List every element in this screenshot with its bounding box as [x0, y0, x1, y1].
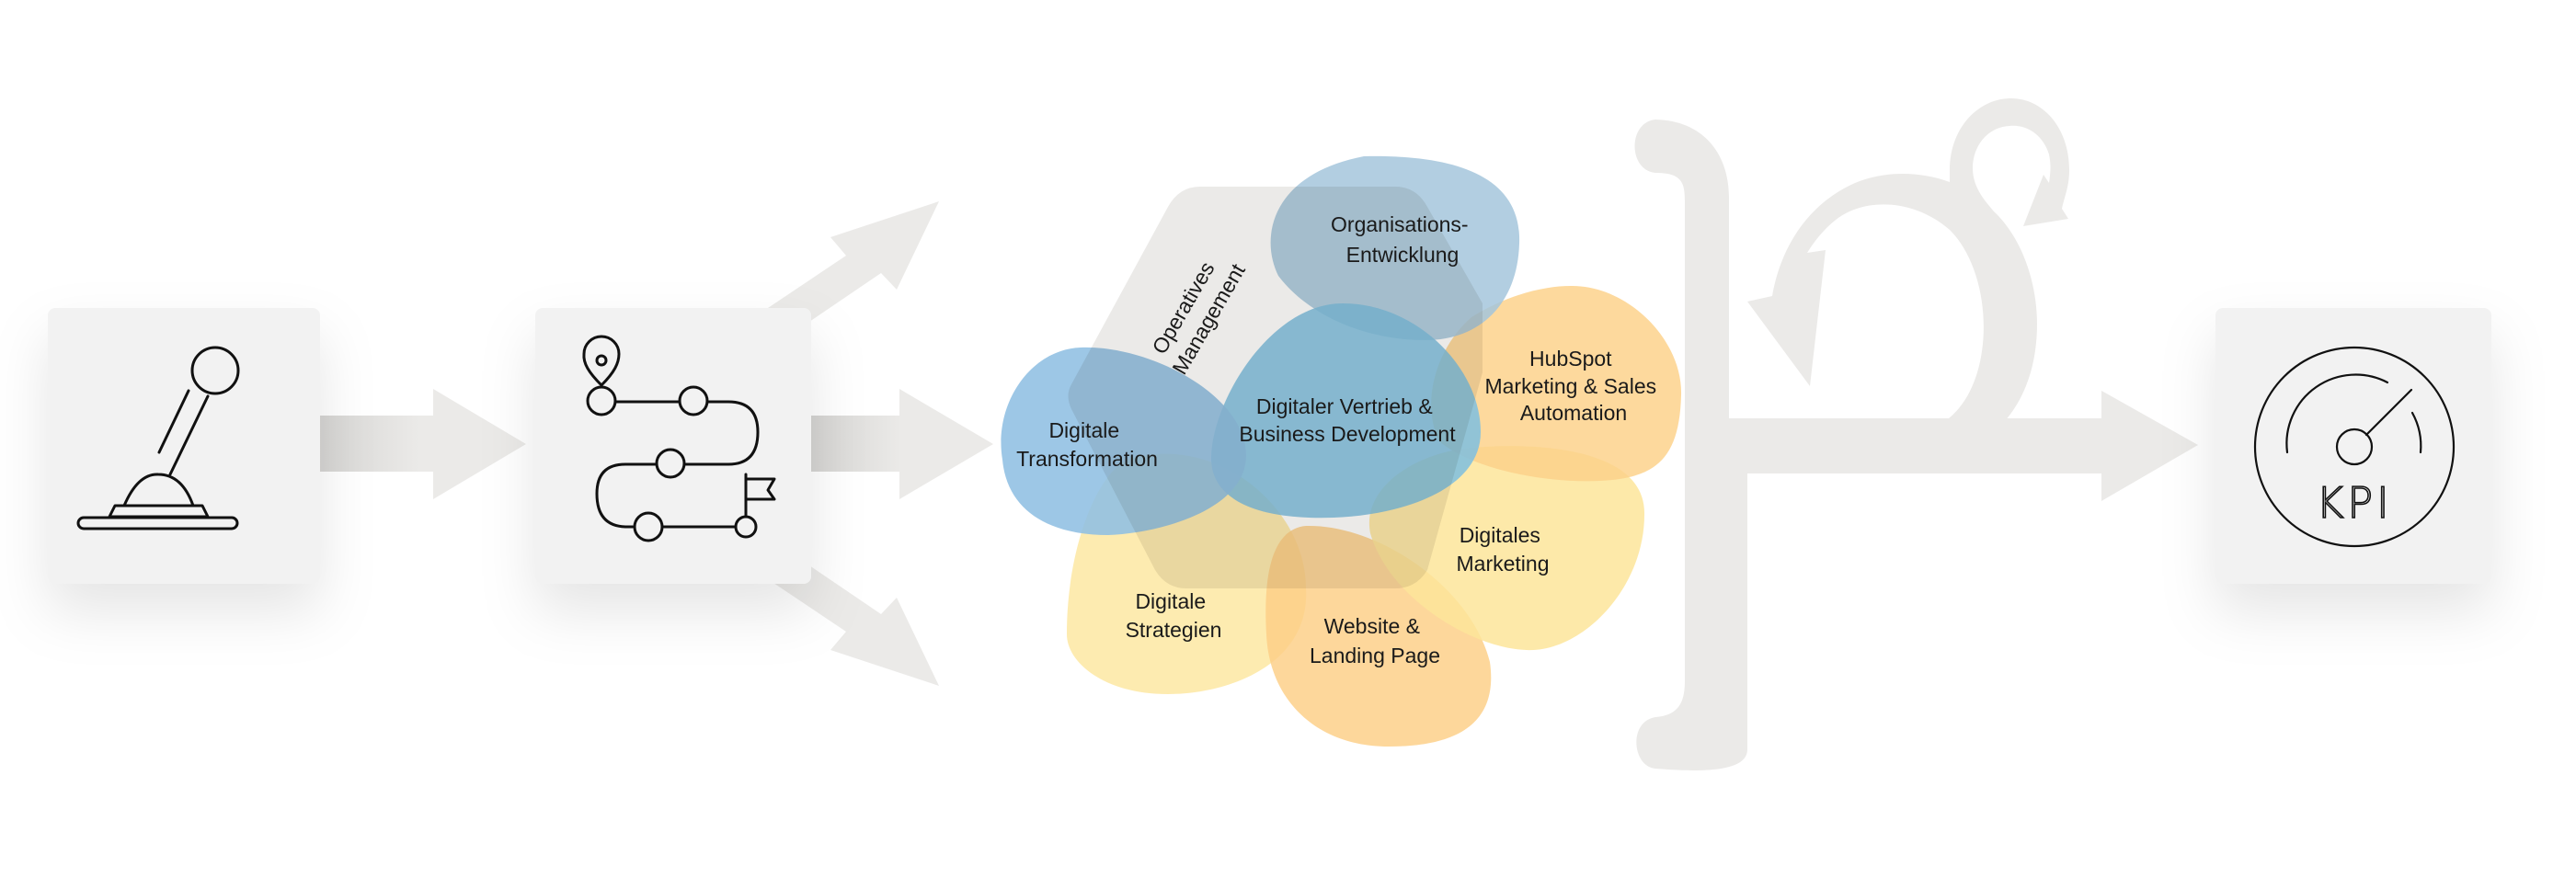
- card-background: [535, 308, 811, 584]
- label-digitales-marketing: Digitales Marketing: [1457, 523, 1550, 576]
- blob-organisations-entwicklung: [1270, 155, 1520, 340]
- blob-digitales-marketing: [1368, 446, 1645, 651]
- route-map-icon: [582, 335, 776, 542]
- speedometer-icon: [2253, 346, 2456, 548]
- label-digitale-strategien: Digitale Strategien: [1126, 589, 1222, 642]
- bracket: [1634, 120, 1747, 770]
- step-card-roadmap: [535, 308, 811, 584]
- label-organisations-entwicklung: Organisations- Entwicklung: [1331, 212, 1474, 267]
- label-hubspot: HubSpot Marketing & Sales Automation: [1484, 347, 1662, 425]
- kpi-icon-text: KPI: [2316, 478, 2392, 528]
- arrow-fan-up: [768, 201, 939, 322]
- arrow-step1-to-step2: [313, 389, 526, 499]
- blob-digitaler-vertrieb: [1210, 303, 1481, 519]
- blob-labels: Organisations- Entwicklung Digitale Tran…: [1016, 212, 1662, 667]
- loop-arc-large: [1747, 97, 2069, 421]
- arrow-fan-down: [768, 565, 939, 686]
- step-card-kpi: KPI: [2215, 308, 2491, 584]
- blob-digitale-transformation: [1001, 347, 1246, 535]
- arrow-to-kpi: [1729, 391, 2198, 501]
- iteration-loop-icon: [1634, 97, 2198, 770]
- card-background: [2215, 308, 2491, 584]
- label-website-landing-page: Website & Landing Page: [1310, 614, 1440, 667]
- step-card-control: [48, 308, 320, 584]
- arrow-fan-middle: [809, 389, 993, 499]
- arrows-fan-out: [768, 201, 993, 686]
- service-blobs: [1001, 155, 1682, 747]
- label-digitale-transformation: Digitale Transformation: [1016, 418, 1158, 471]
- label-digitaler-vertrieb: Digitaler Vertrieb & Business Developmen…: [1239, 394, 1456, 446]
- joystick-icon: [76, 346, 240, 530]
- blob-hubspot: [1431, 285, 1682, 482]
